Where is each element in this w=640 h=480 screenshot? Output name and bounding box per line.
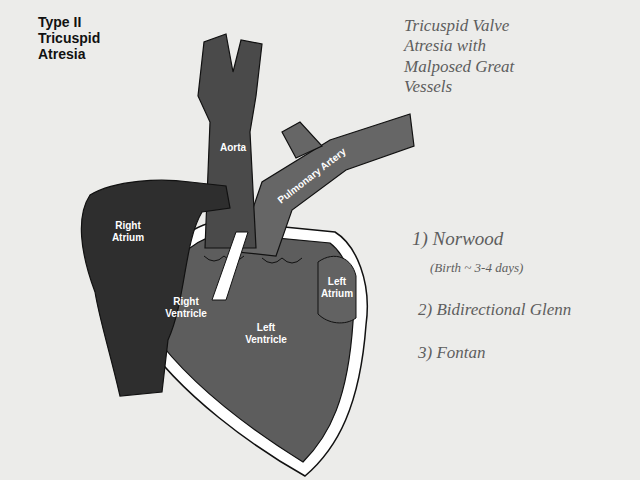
- handwritten-note: 1) Norwood: [412, 228, 592, 251]
- septal-defect: [212, 232, 248, 300]
- aorta: [198, 34, 262, 248]
- handwritten-note: (Birth ~ 3-4 days): [430, 260, 590, 276]
- part-name: Right Atrium: [98, 220, 158, 244]
- handwritten-note: Tricuspid Valve Atresia with Malposed Gr…: [404, 16, 532, 98]
- left-atrium: [318, 256, 356, 323]
- part-name: Left Atrium: [318, 276, 356, 300]
- part-name: Aorta: [206, 142, 260, 154]
- diagram-title: Type II Tricuspid Atresia: [38, 14, 128, 62]
- pulmonary-artery: [238, 114, 414, 256]
- pulmonary-branch: [282, 122, 322, 158]
- part-name: Left Ventricle: [236, 322, 296, 346]
- part-name: Right Ventricle: [156, 296, 216, 320]
- valve-lines: [262, 258, 302, 263]
- handwritten-note: 3) Fontan: [418, 343, 568, 363]
- handwritten-note: 2) Bidirectional Glenn: [418, 300, 618, 320]
- right-atrium: [81, 180, 230, 396]
